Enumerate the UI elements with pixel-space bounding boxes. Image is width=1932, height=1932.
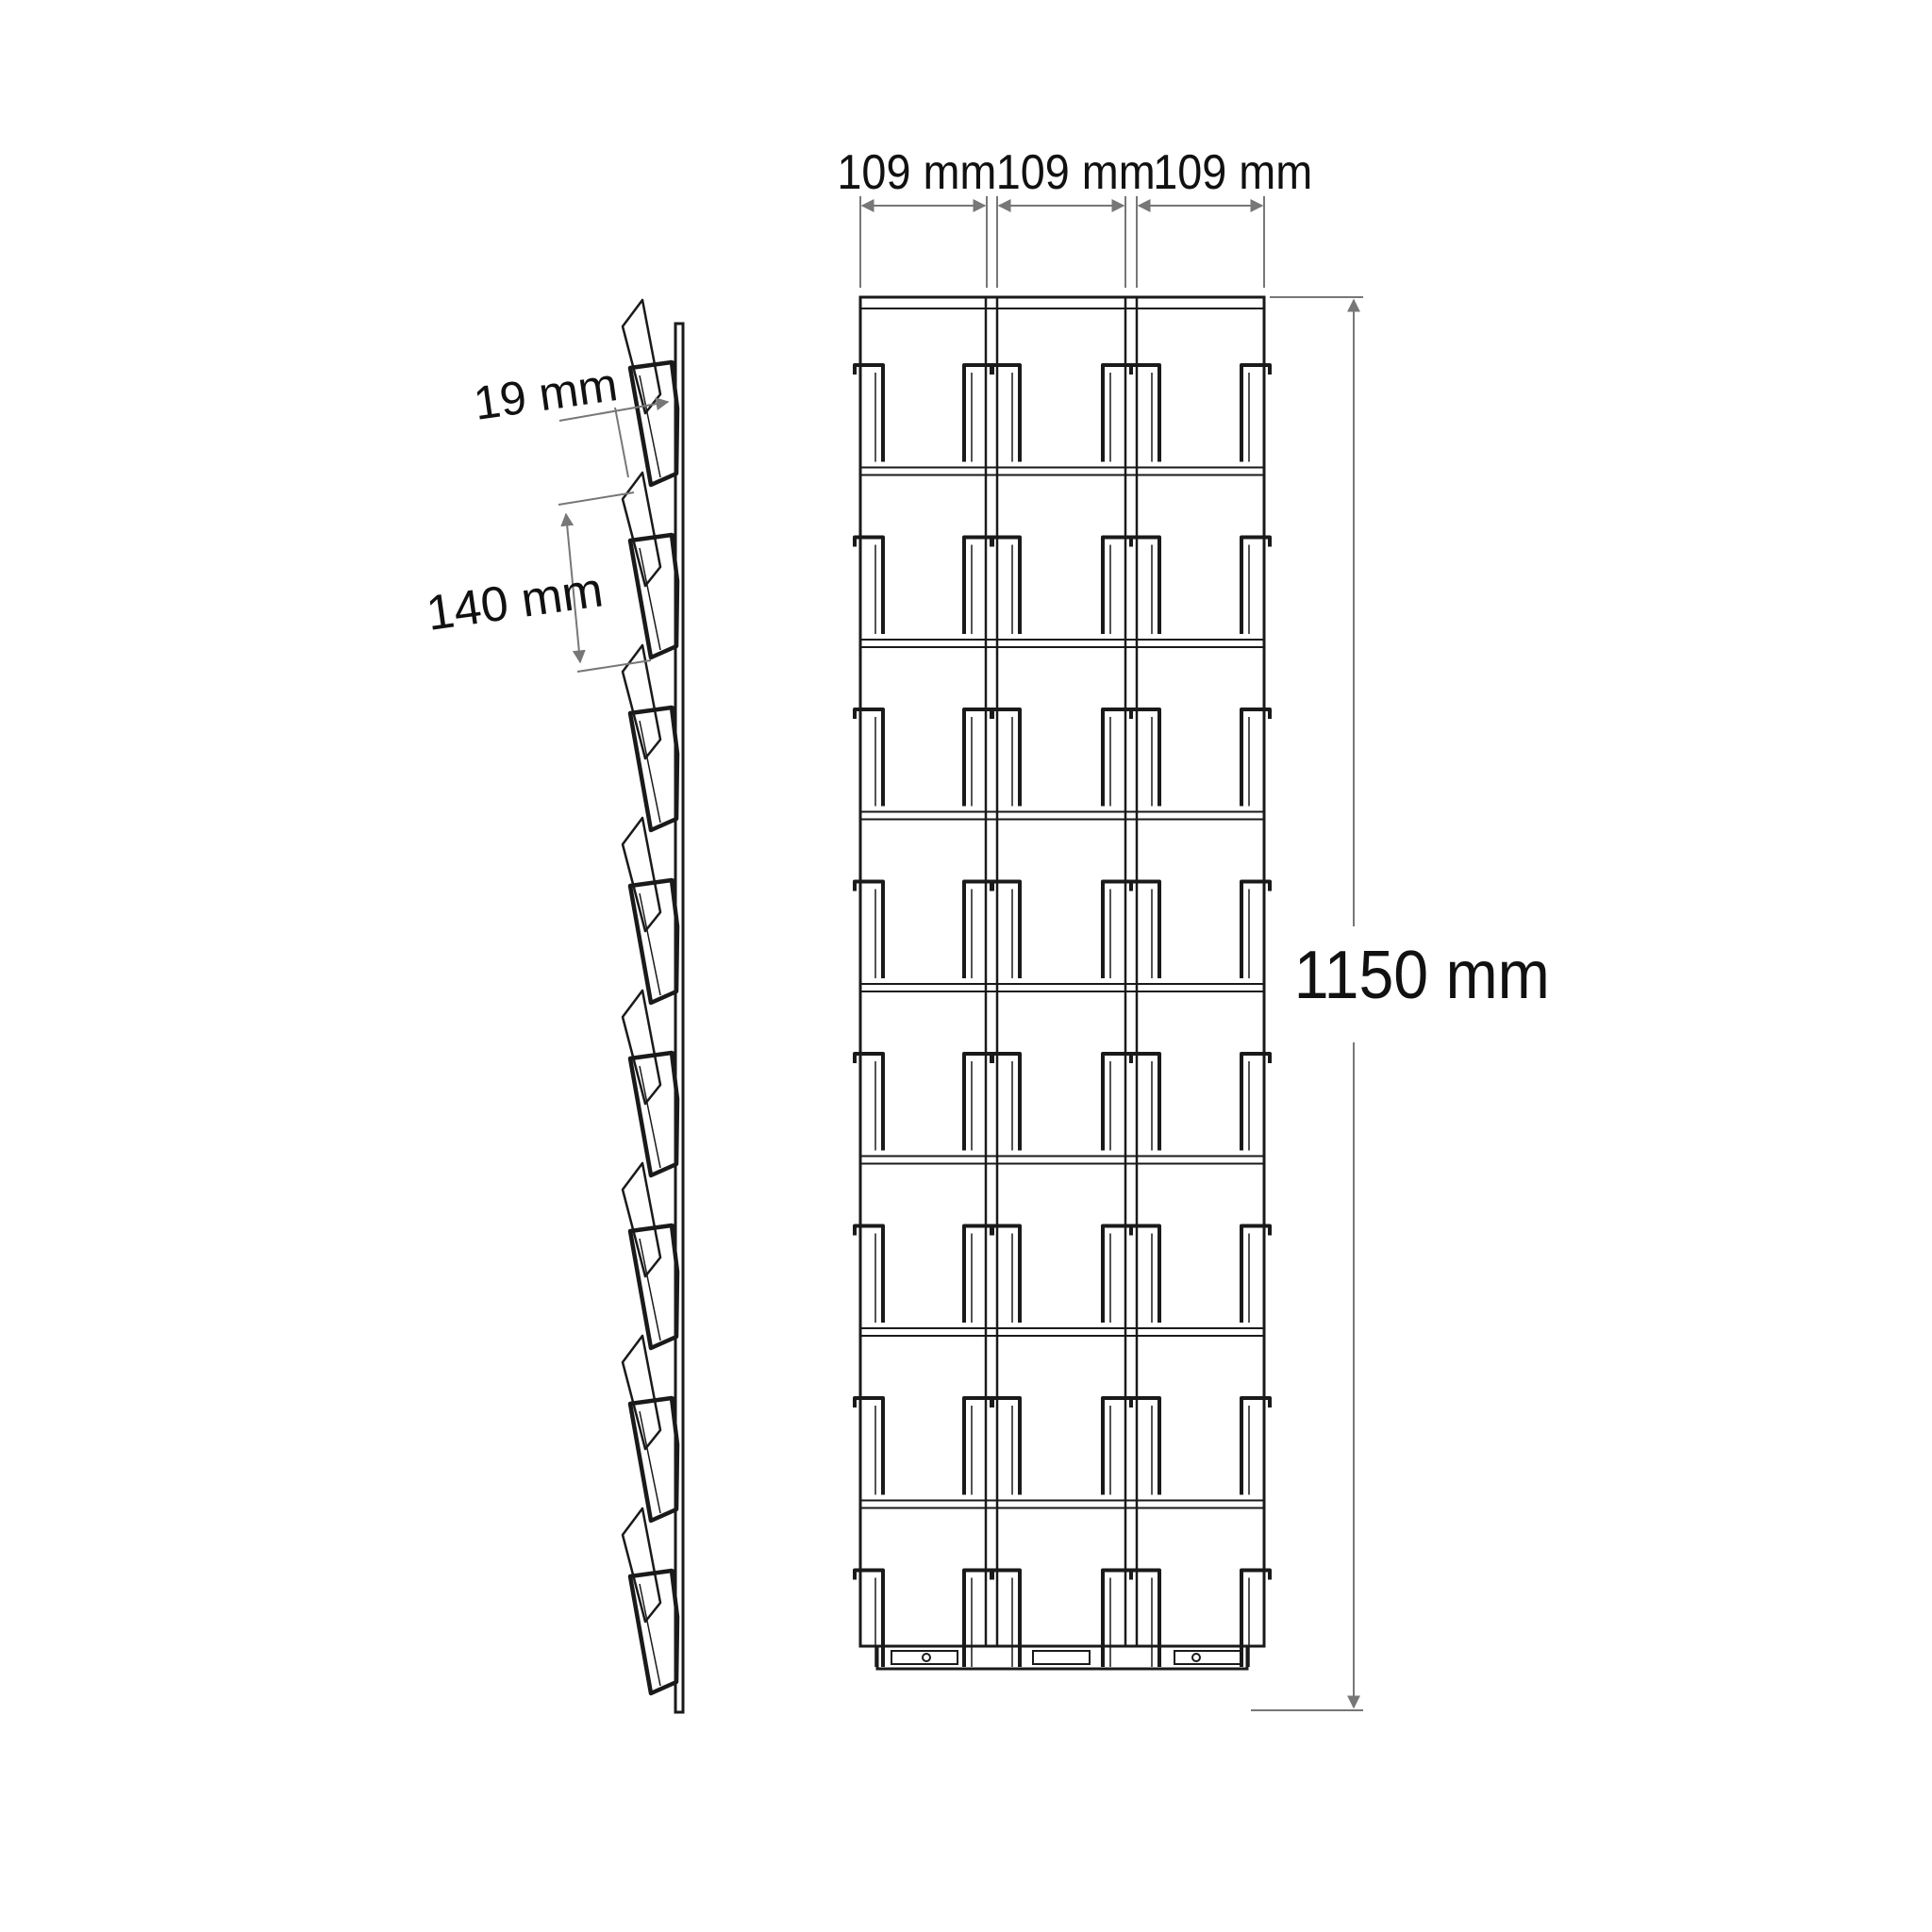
side-tray-front	[627, 359, 680, 488]
width-label-2: 109 mm	[996, 145, 1156, 200]
pocket-bracket-left	[990, 363, 1022, 462]
pocket-bracket-right	[1101, 1396, 1133, 1495]
side-tray-edge	[639, 375, 661, 478]
side-tray-edge	[639, 1410, 661, 1514]
pitch-dimension: 140 mm	[424, 491, 652, 673]
side-tray-back	[621, 1334, 662, 1451]
side-tray-back	[621, 643, 662, 760]
pocket-bracket-right	[1240, 1396, 1272, 1495]
pocket-bracket-right	[1240, 1052, 1272, 1151]
pocket-bracket-right	[962, 879, 994, 978]
side-tray-back	[621, 1161, 662, 1278]
pocket-bracket-right	[962, 535, 994, 634]
pocket-bracket-right	[1240, 708, 1272, 807]
side-tray-front	[627, 532, 680, 660]
side-tray-front	[627, 1223, 680, 1351]
pocket-bracket-right	[962, 1396, 994, 1495]
side-tray-front	[627, 1395, 680, 1524]
pocket-bracket-left	[990, 1568, 1022, 1667]
pocket-bracket-left	[990, 879, 1022, 978]
height-dimension: 1150 mm	[1251, 296, 1550, 1711]
depth-label: 19 mm	[471, 358, 621, 430]
side-tray-front	[627, 877, 680, 1006]
side-tray-back	[621, 1507, 662, 1624]
pocket-bracket-right	[1240, 535, 1272, 634]
pocket-bracket-left	[1129, 1568, 1161, 1667]
pocket-bracket-right	[1101, 879, 1133, 978]
side-tray-back	[621, 989, 662, 1106]
pocket-bracket-left	[853, 1568, 885, 1667]
pocket-bracket-left	[853, 363, 885, 462]
pocket-bracket-left	[853, 535, 885, 634]
side-tray-front	[627, 1568, 680, 1696]
pocket-bracket-left	[853, 1224, 885, 1323]
pocket-bracket-right	[1240, 363, 1272, 462]
pocket-bracket-left	[1129, 879, 1161, 978]
column-dividers	[984, 295, 1139, 1648]
pocket-bracket-left	[853, 879, 885, 978]
front-view	[853, 295, 1272, 1671]
pocket-bracket-right	[1240, 1568, 1272, 1667]
pocket-bracket-right	[962, 708, 994, 807]
pocket-bracket-right	[1101, 535, 1133, 634]
pocket-bracket-right	[1101, 363, 1133, 462]
side-pockets	[621, 298, 680, 1696]
front-pockets	[853, 363, 1272, 1667]
side-tray-edge	[639, 547, 661, 651]
pocket-bracket-left	[853, 708, 885, 807]
mounting-hole-icon	[1191, 1653, 1201, 1662]
back-plate	[674, 322, 685, 1714]
side-tray-front	[627, 1050, 680, 1178]
pocket-bracket-left	[853, 1396, 885, 1495]
pocket-bracket-left	[990, 1224, 1022, 1323]
side-view	[621, 298, 685, 1714]
pocket-bracket-right	[1240, 1224, 1272, 1323]
pocket-bracket-right	[1101, 1568, 1133, 1667]
pocket-bracket-right	[1240, 879, 1272, 978]
width-label-1: 109 mm	[837, 145, 996, 200]
height-label: 1150 mm	[1294, 936, 1550, 1012]
pocket-bracket-right	[962, 1224, 994, 1323]
pocket-bracket-left	[1129, 535, 1161, 634]
pocket-bracket-left	[990, 535, 1022, 634]
side-tray-edge	[639, 892, 661, 996]
pocket-bracket-left	[990, 708, 1022, 807]
pitch-label: 140 mm	[424, 562, 607, 641]
pocket-bracket-left	[1129, 1224, 1161, 1323]
pocket-bracket-right	[962, 363, 994, 462]
side-tray-front	[627, 705, 680, 833]
pocket-bracket-right	[1101, 1224, 1133, 1323]
side-tray-edge	[639, 1583, 661, 1687]
pocket-bracket-right	[962, 1568, 994, 1667]
side-tray-edge	[639, 720, 661, 824]
pocket-bracket-left	[1129, 708, 1161, 807]
pocket-bracket-left	[1129, 1052, 1161, 1151]
pocket-bracket-left	[990, 1052, 1022, 1151]
side-tray-edge	[639, 1065, 661, 1169]
pocket-bracket-right	[962, 1052, 994, 1151]
pocket-bracket-left	[1129, 1396, 1161, 1495]
side-tray-edge	[639, 1238, 661, 1341]
pocket-bracket-right	[1101, 1052, 1133, 1151]
front-frame	[858, 295, 1266, 1648]
side-tray-back	[621, 298, 662, 415]
pocket-bracket-right	[1101, 708, 1133, 807]
width-label-3: 109 mm	[1153, 145, 1312, 200]
pocket-bracket-left	[990, 1396, 1022, 1495]
side-tray-back	[621, 816, 662, 933]
mounting-hole-icon	[922, 1653, 931, 1662]
side-tray-back	[621, 471, 662, 588]
pocket-bracket-left	[1129, 363, 1161, 462]
mounting-rail	[875, 1644, 1249, 1671]
width-dimensions: 109 mm 109 mm 109 mm	[837, 145, 1312, 288]
pocket-bracket-left	[853, 1052, 885, 1151]
